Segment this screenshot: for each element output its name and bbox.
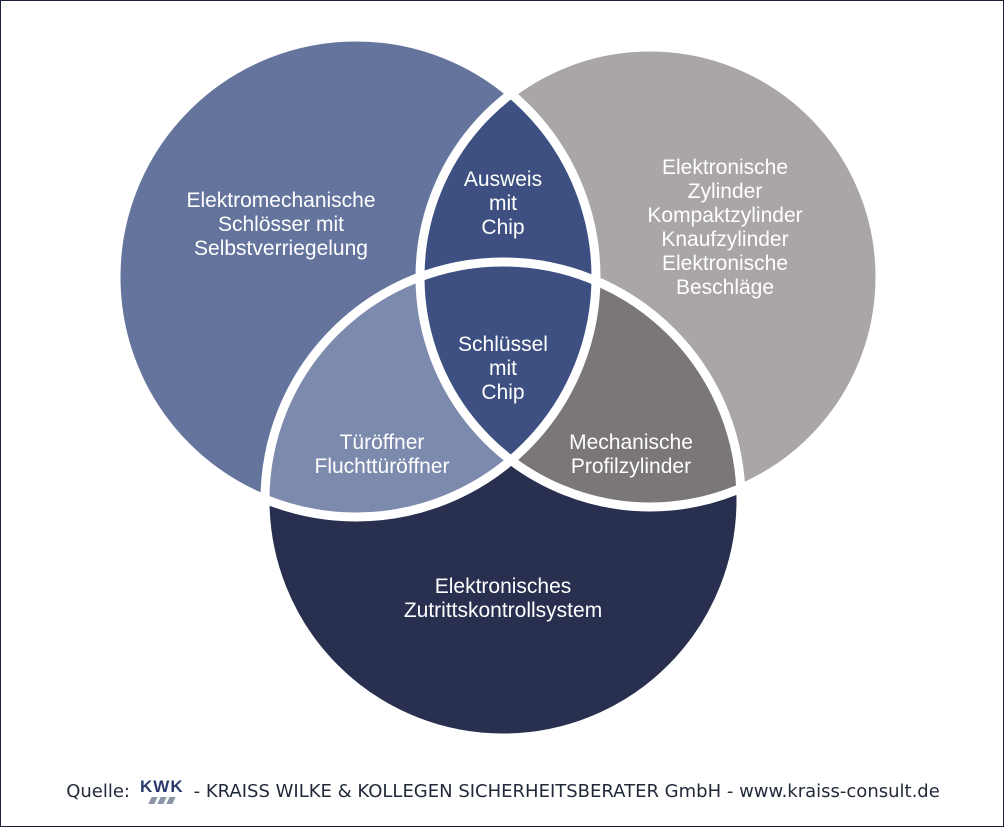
source-text: - KRAISS WILKE & KOLLEGEN SICHERHEITSBER…: [193, 780, 940, 802]
label-intersection-left: Türöffner Fluchttüröffner: [314, 431, 450, 478]
outline-bottom: [260, 257, 746, 743]
kwk-logo: KWK: [140, 778, 184, 804]
source-prefix: Quelle:: [66, 780, 130, 802]
label-bottom: Elektronisches Zutrittskontrollsystem: [403, 575, 603, 622]
label-top-right: Elektronische Zylinder Kompaktzylinder K…: [647, 156, 803, 299]
label-top-left: Elektromechanische Schlösser mit Selbstv…: [186, 189, 376, 260]
venn-diagram: [116, 37, 880, 743]
logo-bars-icon: [148, 797, 176, 804]
label-intersection-right: Mechanische Profilzylinder: [569, 431, 693, 478]
source-line: Quelle: KWK - KRAISS WILKE & KOLLEGEN SI…: [0, 778, 1006, 804]
label-intersection-top: Ausweis mit Chip: [463, 168, 543, 239]
label-intersection-all: Schlüssel mit Chip: [458, 333, 548, 404]
